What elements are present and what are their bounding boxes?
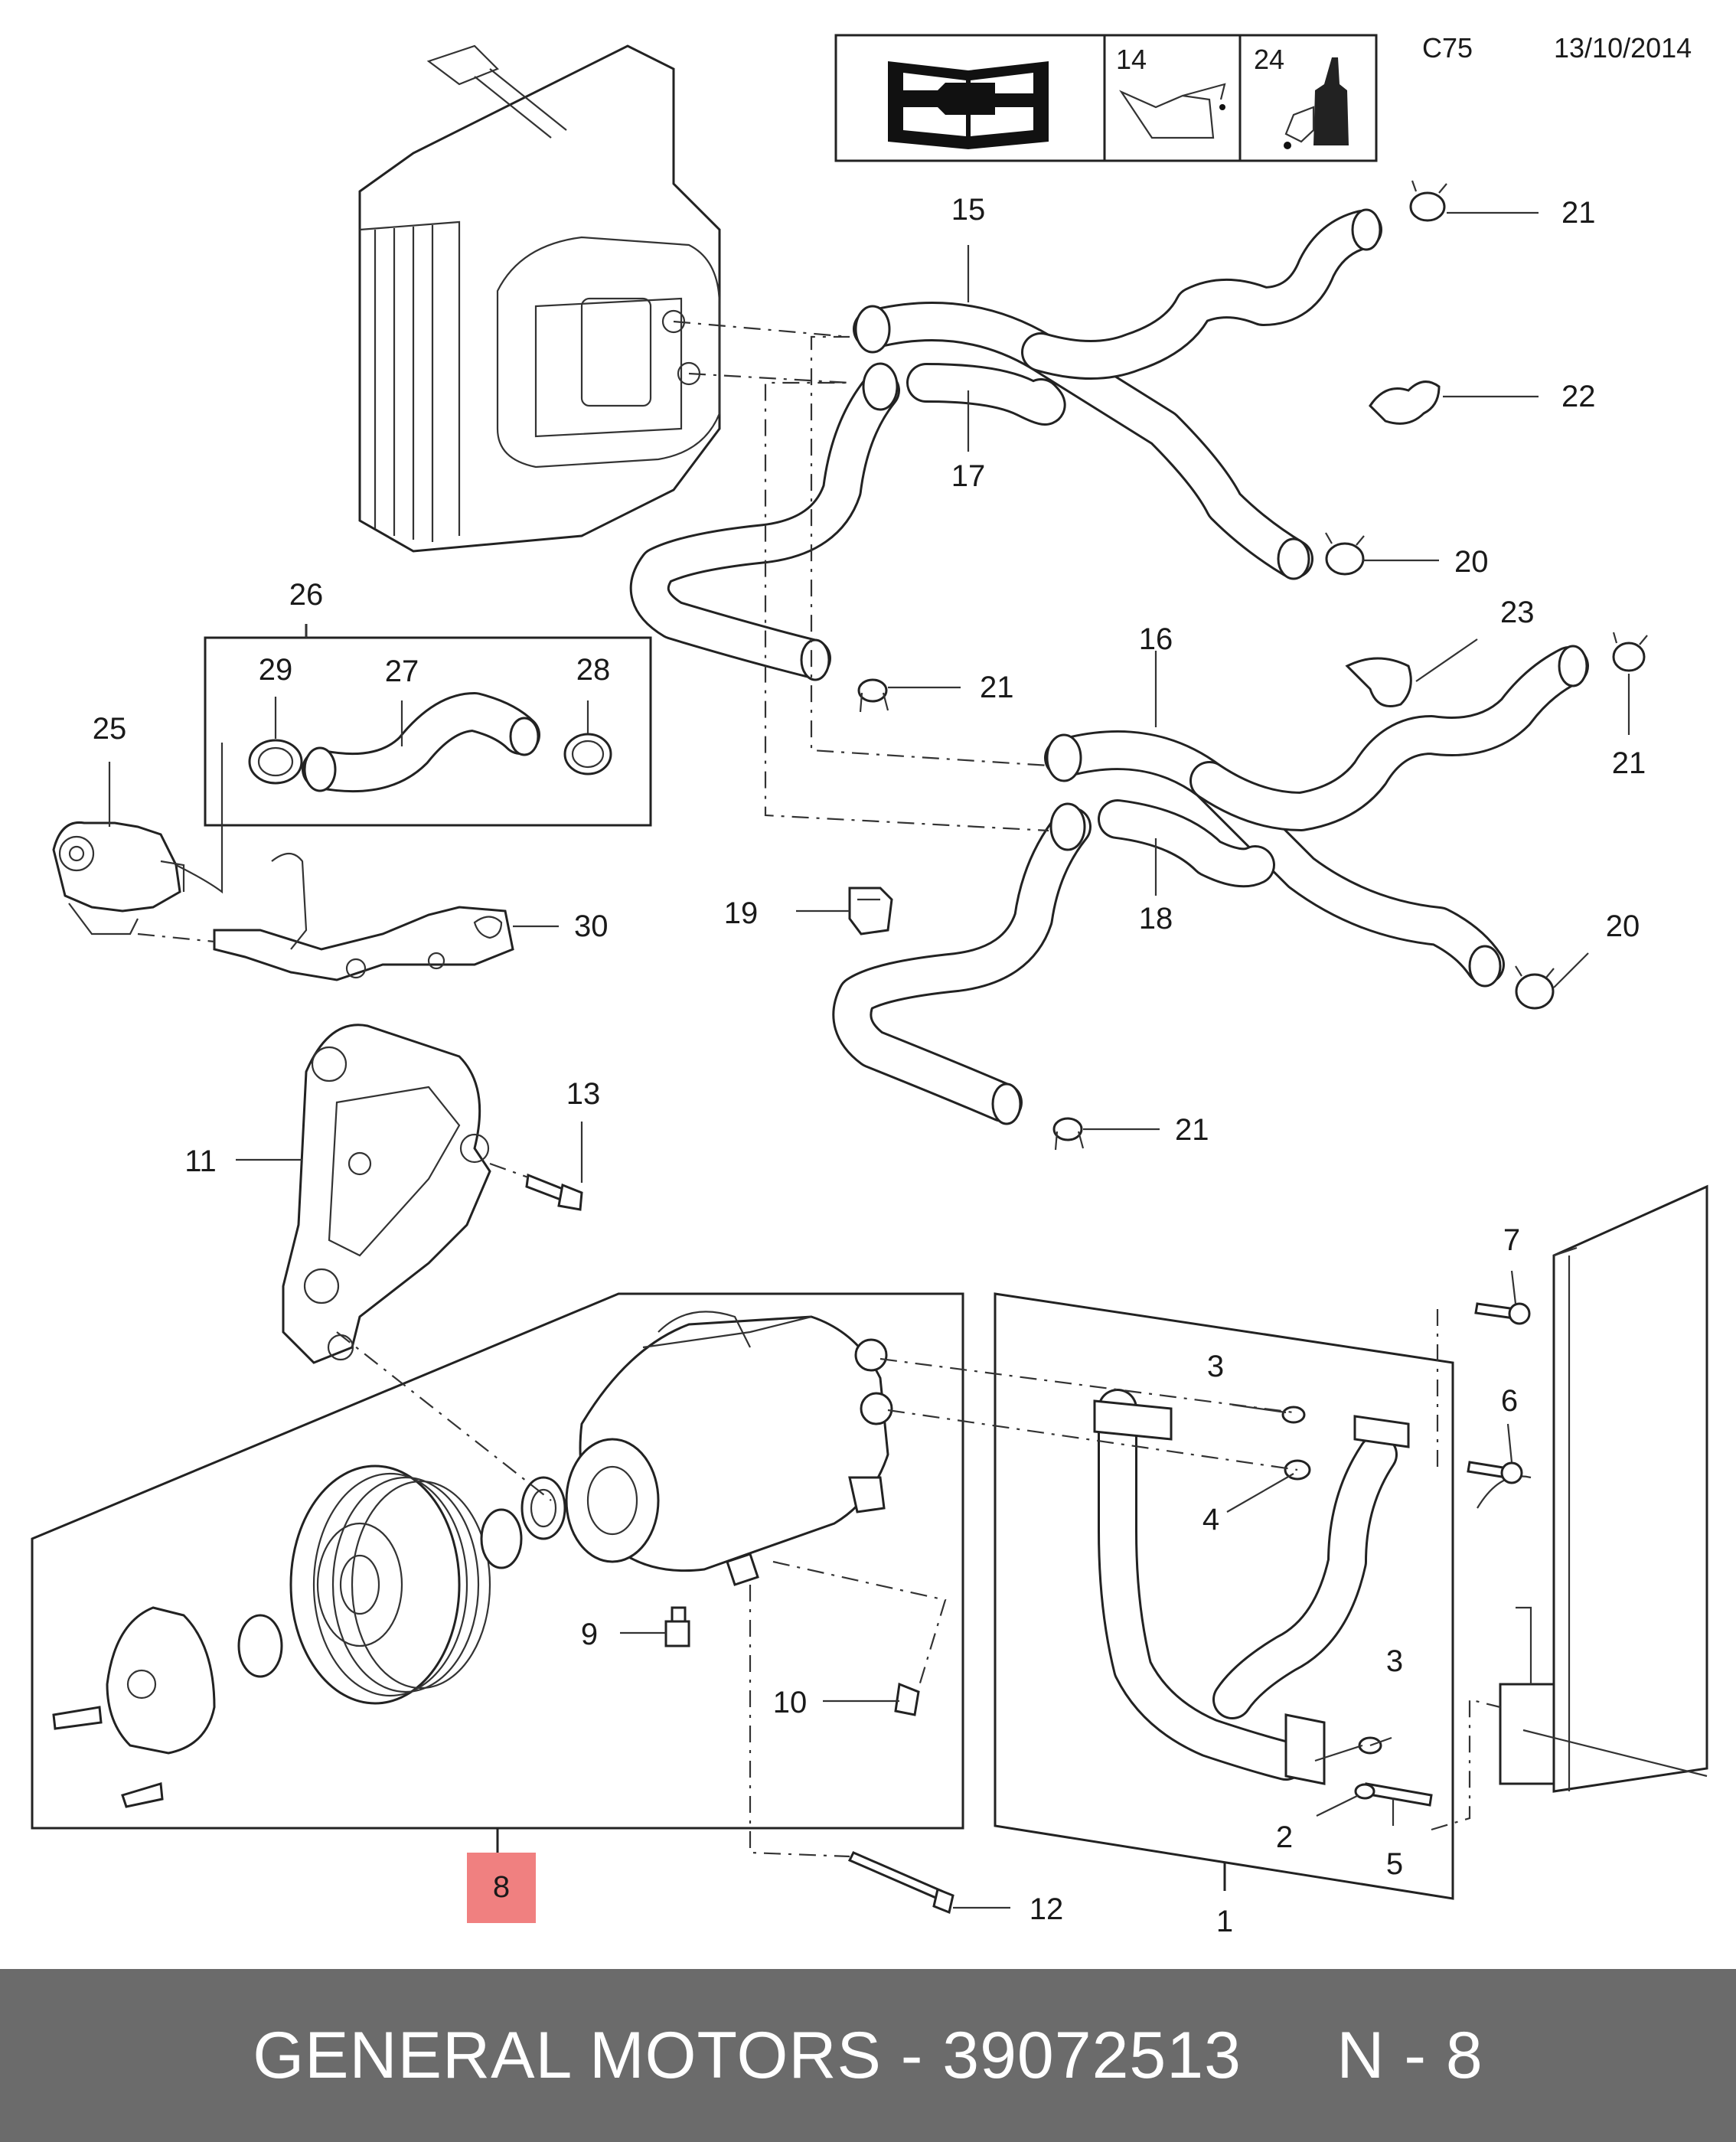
callout-5: 5: [1386, 1847, 1403, 1881]
hose-assembly-upper: [629, 208, 1382, 681]
pipe-kit-box: [994, 1292, 1454, 1900]
callout-30: 30: [574, 909, 609, 943]
callout-11: 11: [184, 1144, 217, 1178]
clip-19: [848, 887, 893, 935]
callout-20-bottom: 20: [1606, 909, 1640, 943]
diagram-date: 13/10/2014: [1554, 32, 1692, 64]
callout-29: 29: [259, 653, 293, 687]
bolt-6: [1467, 1461, 1523, 1484]
oil-can-icon: [1118, 83, 1226, 139]
callout-9: 9: [581, 1618, 598, 1651]
callout-6: 6: [1501, 1384, 1518, 1418]
callout-15: 15: [951, 193, 986, 227]
callout-12: 12: [1030, 1892, 1064, 1926]
clamp-23: [1345, 657, 1412, 707]
connection-lines: [673, 320, 1049, 832]
hose-assembly-lower: [832, 645, 1589, 1125]
callout-3b: 3: [1386, 1644, 1403, 1678]
callout-20-top: 20: [1454, 545, 1489, 579]
clamp-22: [1369, 380, 1441, 425]
kit-box-26: [204, 624, 652, 827]
symbol-box: 14 24: [834, 34, 1378, 162]
callout-17: 17: [951, 459, 986, 493]
callout-28: 28: [576, 653, 611, 687]
callout-25: 25: [93, 712, 127, 746]
callout-10: 10: [773, 1686, 808, 1719]
refrigerant-pipes: [879, 1357, 1433, 1807]
callout-22: 22: [1561, 380, 1596, 413]
callout-13: 13: [566, 1077, 601, 1111]
bolt-7: [1474, 1302, 1531, 1325]
adhesive-bottle-icon: [1284, 57, 1349, 149]
callout-16: 16: [1139, 622, 1173, 656]
compressor-kit-box: [31, 1292, 964, 1853]
snap-rings: [237, 1476, 566, 1678]
condenser: [1477, 1184, 1708, 1793]
footer-text: GENERAL MOTORS - 39072513 N - 8: [253, 2018, 1483, 2092]
bracket-30: [137, 852, 514, 981]
parts-diagram: 14 24 C75 13/10/2014: [31, 32, 1708, 1938]
callout-7: 7: [1503, 1223, 1520, 1257]
callout-2: 2: [1276, 1820, 1293, 1854]
workshop-manual-icon: [888, 61, 1049, 149]
condenser-dash-line: [1431, 1698, 1501, 1831]
callout-labels: 15 17 21 22 20 21 16 18 23 21 20 19 21 2…: [93, 193, 1646, 1938]
clutch-hub: [52, 1606, 216, 1808]
clamp-20-top: [1325, 532, 1365, 576]
callout-21-right: 21: [1612, 746, 1646, 780]
callout-3a: 3: [1207, 1350, 1224, 1383]
bracket-11: [282, 1024, 491, 1364]
callout-27: 27: [385, 655, 419, 688]
symbol-label-adhesive: 24: [1254, 44, 1284, 75]
clamp-21-top: [1409, 180, 1447, 222]
leader-lines: [108, 211, 1630, 1909]
clamps: [848, 180, 1648, 1151]
clamp-21-bottom: [1052, 1117, 1085, 1151]
compressor: [565, 1311, 893, 1586]
callout-1: 1: [1216, 1905, 1233, 1938]
callout-8: 8: [493, 1870, 510, 1904]
callout-21-mid: 21: [980, 671, 1014, 704]
callout-21-bottom: 21: [1175, 1113, 1209, 1147]
clamp-21-mid: [857, 678, 889, 713]
callout-18: 18: [1139, 902, 1173, 935]
footer-banner: GENERAL MOTORS - 39072513 N - 8: [0, 1969, 1736, 2142]
symbol-label-oil: 14: [1116, 44, 1147, 75]
callout-23: 23: [1500, 596, 1535, 629]
clamp-20-bottom: [1515, 965, 1555, 1010]
callout-4: 4: [1202, 1503, 1219, 1536]
pulley: [289, 1464, 491, 1705]
clamp-21-right: [1612, 632, 1648, 672]
highlight-box-8: [467, 1853, 536, 1923]
bolt-13: [489, 1162, 583, 1211]
fasteners-9-10-12: [336, 1331, 954, 1915]
diagram-code: C75: [1422, 32, 1473, 64]
callout-26: 26: [289, 578, 324, 612]
hvac-module: [358, 44, 721, 553]
valve-25: [52, 743, 224, 935]
callout-21-top: 21: [1561, 196, 1596, 230]
callout-19: 19: [724, 896, 759, 930]
